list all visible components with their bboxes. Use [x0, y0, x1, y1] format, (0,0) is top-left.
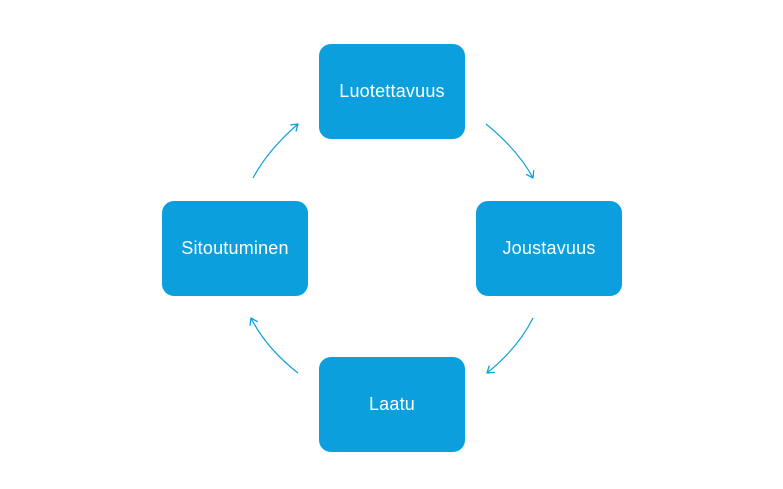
- node-joustavuus: Joustavuus: [476, 201, 622, 296]
- arrow-left-to-top: [252, 123, 299, 179]
- node-label: Sitoutuminen: [181, 238, 289, 258]
- arrow-top-to-right: [485, 123, 535, 179]
- node-laatu: Laatu: [319, 357, 465, 452]
- node-label: Laatu: [368, 394, 416, 414]
- node-sitoutuminen: Sitoutuminen: [162, 201, 308, 296]
- node-label: Joustavuus: [502, 238, 596, 258]
- arrow-bottom-to-left: [249, 317, 299, 374]
- node-luotettavuus: Luotettavuus: [319, 44, 465, 139]
- arrow-right-to-bottom: [486, 317, 534, 374]
- node-label: Luotettavuus: [339, 81, 445, 101]
